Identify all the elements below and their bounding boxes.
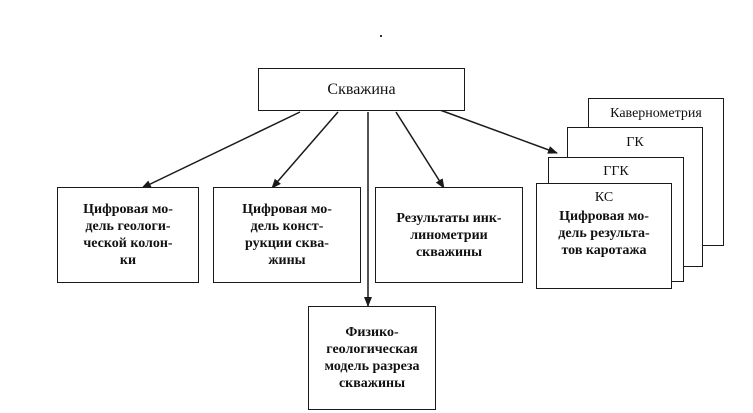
- node-well-construction: Цифровая мо- дель конст- рукции сква- жи…: [213, 187, 361, 283]
- scan-dot: [380, 35, 382, 37]
- sheet-label: КС: [594, 190, 614, 205]
- node-physical-geological-model: Физико- геологическая модель разреза скв…: [308, 306, 436, 410]
- arrow-to-logging: [439, 109, 558, 154]
- sheet-label: Кавернометрия: [610, 106, 702, 121]
- node-logging-results: КС Цифровая мо- дель результа- тов карот…: [536, 183, 672, 289]
- logging-model-label: Цифровая мо- дель результа- тов каротажа: [558, 209, 650, 258]
- root-node: Скважина: [258, 68, 465, 111]
- arrow-to-geology: [141, 111, 301, 189]
- node-geology-column: Цифровая мо- дель геологи- ческой колон-…: [57, 187, 199, 283]
- node-inclinometry: Результаты инк- линометрии скважины: [375, 187, 523, 283]
- sheet-label: ГГК: [603, 164, 629, 179]
- arrow-to-construction: [271, 111, 339, 189]
- arrow-to-inclinometry: [395, 111, 445, 189]
- sheet-label: ГК: [626, 135, 644, 150]
